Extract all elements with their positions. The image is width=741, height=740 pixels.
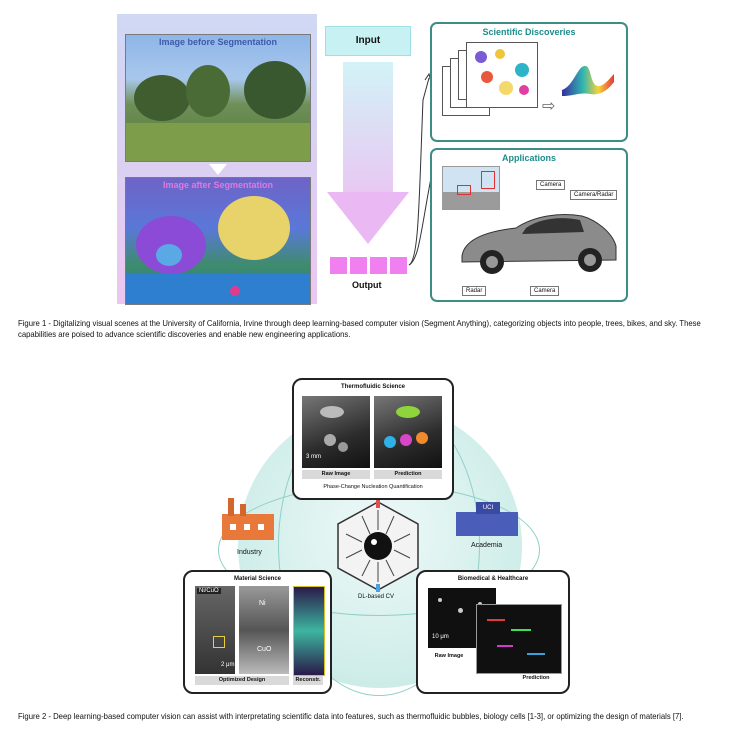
- before-label: Image before Segmentation: [158, 37, 278, 47]
- car-illustration: [461, 214, 617, 274]
- tag-camera-radar: Camera/Radar: [570, 190, 618, 200]
- biomedical-box: Biomedical & Healthcare 10 μm Raw Image …: [416, 570, 570, 694]
- output-square: [370, 257, 387, 274]
- bio-prediction-image: [476, 604, 562, 674]
- thermo-prediction-image: [374, 396, 442, 468]
- dl-cv-label: DL-based CV: [358, 594, 395, 600]
- thermo-raw-label: Raw Image: [302, 470, 370, 479]
- figure2-caption: Figure 2 - Deep learning-based computer …: [18, 711, 684, 721]
- uci-sign: UCI: [476, 502, 500, 514]
- scientific-discoveries-box: Scientific Discoveries ⇨: [430, 22, 628, 142]
- output-square: [390, 257, 407, 274]
- optimized-design-label: Optimized Design: [195, 676, 289, 685]
- ni-cuo-label: Ni/CuO: [197, 588, 221, 594]
- thermofluidic-box: Thermofluidic Science 3 mm Raw Image Pre…: [292, 378, 454, 500]
- output-label: Output: [352, 280, 382, 290]
- applications-box: Applications Camera Camera/Radar Radar C…: [430, 148, 628, 302]
- thermo-prediction-label: Prediction: [374, 470, 442, 479]
- ni-cuo-cross-section: Ni CuO: [239, 586, 289, 674]
- tag-camera-bottom: Camera: [530, 286, 560, 296]
- ni-cuo-image: Ni/CuO 2 μm: [195, 586, 235, 674]
- ni-label: Ni: [259, 600, 266, 607]
- output-square: [330, 257, 347, 274]
- scale-2um: 2 μm: [221, 662, 235, 668]
- thermo-raw-image: 3 mm: [302, 396, 370, 468]
- scale-10um: 10 μm: [432, 634, 449, 640]
- process-arrow: [343, 62, 393, 192]
- tag-radar: Radar: [462, 286, 487, 296]
- photo-before-segmentation: Image before Segmentation: [125, 34, 311, 162]
- discoveries-title: Scientific Discoveries: [482, 27, 576, 37]
- factory-icon: [222, 498, 274, 542]
- down-arrow-icon: [209, 164, 227, 175]
- material-title: Material Science: [233, 576, 282, 582]
- thermo-title: Thermofluidic Science: [340, 384, 406, 390]
- road-scene: [442, 166, 500, 210]
- arrow-down-icon: [327, 192, 409, 244]
- input-box: Input: [325, 26, 411, 56]
- material-science-box: Material Science Ni/CuO 2 μm Ni CuO Opti…: [183, 570, 332, 694]
- segmentation-panel: Image before Segmentation Image after Se…: [117, 14, 317, 305]
- cuo-label: CuO: [257, 646, 272, 653]
- 3d-surface-plot: [562, 65, 614, 96]
- industry-label: Industry: [237, 549, 262, 556]
- reconstruction-image: [293, 586, 325, 676]
- figure1-caption: Figure 1 - Digitalizing visual scenes at…: [18, 318, 701, 339]
- academia-label: Academia: [471, 542, 503, 549]
- university-icon: UCI: [456, 502, 518, 536]
- scale-3mm: 3 mm: [306, 454, 321, 460]
- applications-title: Applications: [501, 153, 556, 163]
- bio-raw-label: Raw Image: [434, 653, 464, 659]
- bio-title: Biomedical & Healthcare: [457, 576, 529, 582]
- tag-camera-top: Camera: [536, 180, 566, 190]
- reconstr-label: Reconstr.: [293, 676, 323, 685]
- output-square: [350, 257, 367, 274]
- deep-learning-chip-icon: [337, 500, 419, 592]
- right-arrow-icon: ⇨: [542, 98, 556, 115]
- bio-prediction-label: Prediction: [522, 675, 550, 681]
- thermo-subtitle: Phase-Change Nucleation Quantification: [323, 484, 423, 490]
- photo-after-segmentation: Image after Segmentation: [125, 177, 311, 305]
- after-label: Image after Segmentation: [162, 180, 274, 190]
